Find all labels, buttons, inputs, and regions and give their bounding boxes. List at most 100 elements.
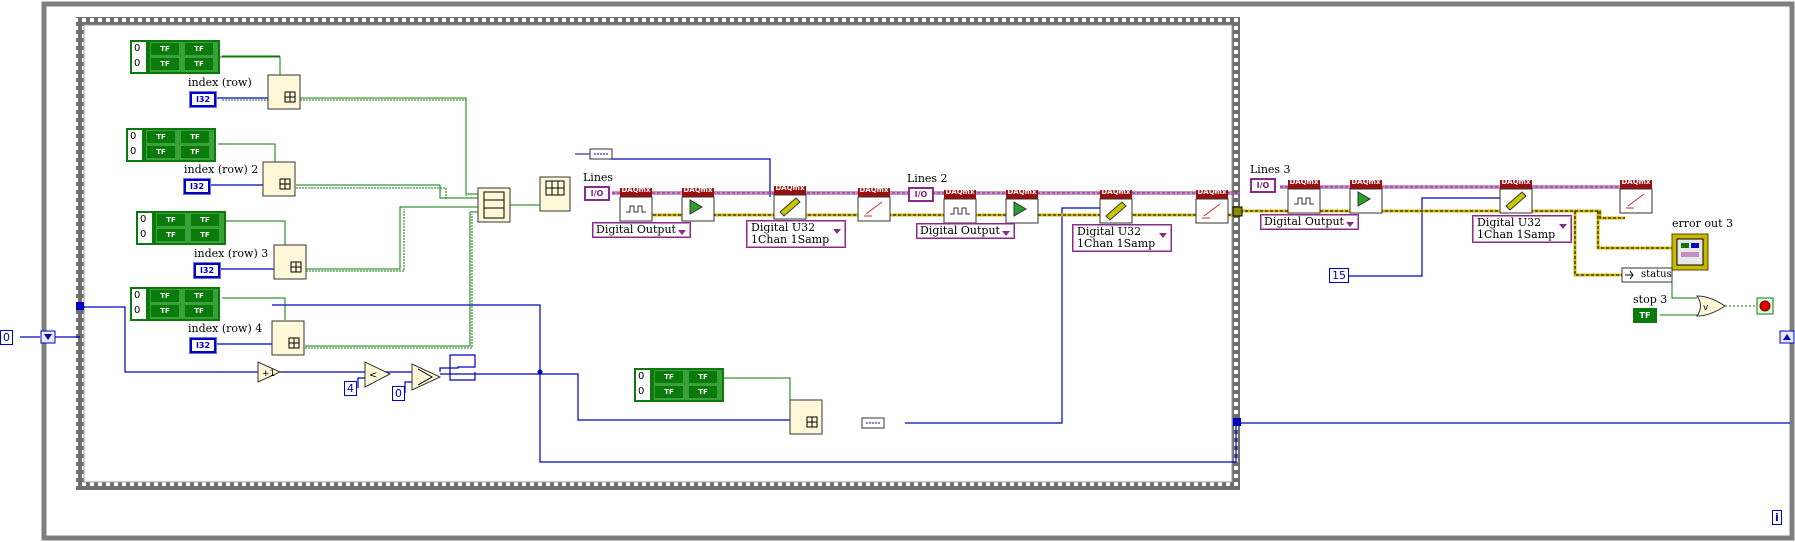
label-error-out-3: error out 3 bbox=[1672, 217, 1734, 230]
build-array-node[interactable] bbox=[477, 187, 511, 223]
label-index-row: index (row) bbox=[188, 76, 252, 89]
stop-condition-terminal[interactable] bbox=[1756, 297, 1774, 315]
label-lines: Lines bbox=[583, 171, 614, 184]
index-row-control[interactable]: I32 bbox=[189, 91, 217, 108]
unbundle-node-1[interactable] bbox=[589, 148, 613, 160]
daqmx-brand-label: DAQmx bbox=[1101, 188, 1131, 196]
daqmx-brand-label: DAQmx bbox=[1501, 178, 1531, 186]
bool-array-element[interactable]: TF bbox=[151, 305, 179, 317]
tunnel-left bbox=[76, 302, 84, 310]
while-loop-frame[interactable] bbox=[41, 1, 1795, 541]
daqmx-create-node-9[interactable] bbox=[1287, 180, 1321, 214]
daqmx-brand-label: DAQmx bbox=[1007, 188, 1037, 196]
write-value-constant-15[interactable]: 15 bbox=[1329, 268, 1349, 283]
array-index-display[interactable]: 0 bbox=[140, 229, 147, 240]
array-index-display[interactable]: 0 bbox=[134, 43, 141, 54]
array-index-display[interactable]: 0 bbox=[134, 305, 141, 316]
svg-text:+1: +1 bbox=[262, 369, 275, 379]
daqmx-clear-node-12[interactable] bbox=[1619, 180, 1653, 214]
bool-array-element[interactable]: TF bbox=[191, 214, 219, 226]
index-row-3-control[interactable]: I32 bbox=[193, 262, 221, 279]
write-type-ring-2[interactable]: Digital U32 1Chan 1Samp bbox=[1072, 224, 1173, 252]
array-index-display[interactable]: 0 bbox=[140, 214, 147, 225]
bool-array-element[interactable]: TF bbox=[151, 290, 179, 302]
status-label: status bbox=[1641, 269, 1672, 280]
bool-array-element[interactable]: TF bbox=[185, 58, 213, 70]
bool-wires bbox=[218, 55, 791, 400]
label-index-row-3: index (row) 3 bbox=[194, 247, 269, 260]
bool-array-element[interactable]: TF bbox=[151, 43, 179, 55]
daqmx-brand-label: DAQmx bbox=[1197, 188, 1227, 196]
daqmx-brand-label: DAQmx bbox=[1351, 178, 1381, 186]
channel-type-ring-3[interactable]: Digital Output bbox=[1260, 214, 1359, 230]
svg-text:<: < bbox=[369, 370, 377, 381]
daqmx-brand-label: DAQmx bbox=[683, 186, 713, 194]
less-than-node[interactable]: < bbox=[364, 361, 392, 388]
bool-array-element[interactable]: TF bbox=[185, 43, 213, 55]
daqmx-brand-label: DAQmx bbox=[1289, 178, 1319, 186]
bool-array-element[interactable]: TF bbox=[655, 386, 683, 398]
shift-register-init-constant[interactable]: 0 bbox=[0, 330, 13, 345]
index-row-2-control[interactable]: I32 bbox=[183, 178, 211, 195]
increment-node[interactable]: +1 bbox=[257, 361, 282, 383]
bool-array-element[interactable]: TF bbox=[689, 371, 717, 383]
select-constant-0[interactable]: 0 bbox=[392, 386, 405, 401]
array-index-node[interactable] bbox=[539, 176, 571, 212]
compare-constant-4[interactable]: 4 bbox=[344, 381, 357, 396]
daqmx-start-node-2[interactable] bbox=[681, 188, 715, 222]
bool-array-element[interactable]: TF bbox=[181, 146, 209, 158]
or-node[interactable]: v bbox=[1696, 295, 1726, 317]
bool-array-element[interactable]: TF bbox=[185, 290, 213, 302]
lines-control[interactable]: I/O bbox=[584, 186, 610, 201]
daqmx-brand-label: DAQmx bbox=[775, 184, 805, 192]
bool-array-element[interactable]: TF bbox=[157, 214, 185, 226]
daqmx-start-node-10[interactable] bbox=[1349, 180, 1383, 214]
daqmx-create-node-1[interactable] bbox=[619, 188, 653, 222]
unbundle-by-name-status[interactable] bbox=[1621, 267, 1673, 283]
array-index-display[interactable]: 0 bbox=[130, 146, 137, 157]
daqmx-write-node-11[interactable] bbox=[1499, 180, 1533, 214]
lines-3-control[interactable]: I/O bbox=[1250, 178, 1276, 193]
svg-text:v: v bbox=[1703, 303, 1709, 313]
bool-array-element[interactable]: TF bbox=[151, 58, 179, 70]
write-type-ring-1[interactable]: Digital U32 1Chan 1Samp bbox=[746, 220, 847, 248]
daqmx-brand-label: DAQmx bbox=[621, 186, 651, 194]
daqmx-clear-node-8[interactable] bbox=[1195, 190, 1229, 224]
unbundle-node-2[interactable] bbox=[861, 417, 885, 429]
bool-array-element[interactable]: TF bbox=[191, 229, 219, 241]
bool-array-element[interactable]: TF bbox=[157, 229, 185, 241]
daqmx-start-node-6[interactable] bbox=[1005, 190, 1039, 224]
tunnel-error bbox=[1232, 206, 1243, 217]
array-index-display[interactable]: 0 bbox=[130, 131, 137, 142]
bool-array-element[interactable]: TF bbox=[185, 305, 213, 317]
label-stop-3: stop 3 bbox=[1633, 293, 1668, 306]
lines-2-control[interactable]: I/O bbox=[908, 187, 934, 202]
array-index-display[interactable]: 0 bbox=[638, 371, 645, 382]
channel-type-ring-1[interactable]: Digital Output bbox=[592, 222, 691, 238]
error-out-cluster-indicator[interactable] bbox=[1671, 233, 1709, 271]
array-index-display[interactable]: 0 bbox=[134, 58, 141, 69]
bool-array-element[interactable]: TF bbox=[689, 386, 717, 398]
daqmx-brand-label: DAQmx bbox=[859, 186, 889, 194]
bool-array-element[interactable]: TF bbox=[147, 131, 175, 143]
stop-3-control[interactable]: TF bbox=[1633, 308, 1657, 323]
daqmx-write-node-7[interactable] bbox=[1099, 190, 1133, 224]
i32-wires bbox=[20, 97, 1790, 463]
array-index-display[interactable]: 0 bbox=[134, 290, 141, 301]
loop-iteration-terminal: i bbox=[1772, 510, 1782, 525]
label-lines-2: Lines 2 bbox=[907, 172, 948, 185]
write-type-ring-3[interactable]: Digital U32 1Chan 1Samp bbox=[1472, 215, 1573, 243]
channel-type-ring-2[interactable]: Digital Output bbox=[916, 223, 1015, 239]
select-node[interactable] bbox=[411, 363, 442, 391]
array-index-display[interactable]: 0 bbox=[638, 386, 645, 397]
bool-array-element[interactable]: TF bbox=[181, 131, 209, 143]
bool-array-element[interactable]: TF bbox=[655, 371, 683, 383]
index-row-4-control[interactable]: I32 bbox=[189, 337, 217, 354]
bool-array-element[interactable]: TF bbox=[147, 146, 175, 158]
daqmx-write-node-3[interactable] bbox=[773, 186, 807, 220]
daqmx-brand-label: DAQmx bbox=[945, 188, 975, 196]
daqmx-brand-label: DAQmx bbox=[1621, 178, 1651, 186]
label-index-row-4: index (row) 4 bbox=[188, 322, 263, 335]
daqmx-clear-node-4[interactable] bbox=[857, 188, 891, 222]
